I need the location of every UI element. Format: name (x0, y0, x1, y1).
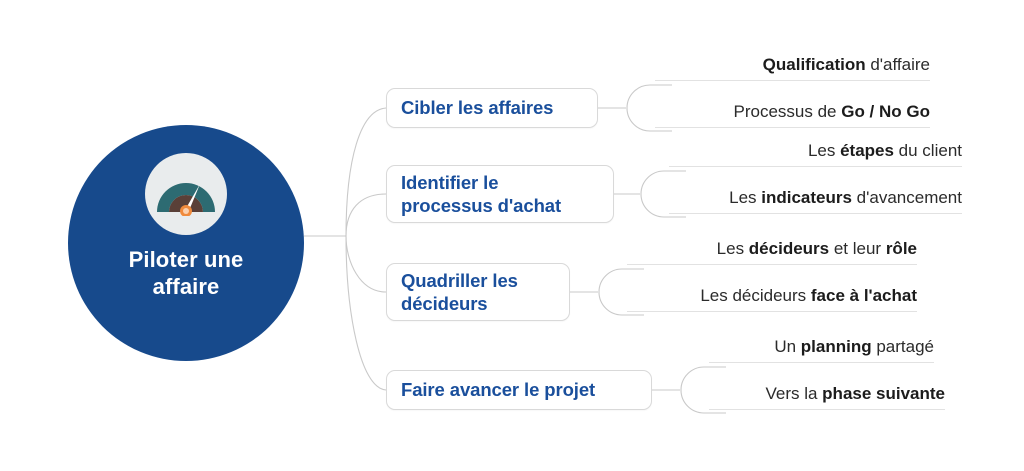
connector-to-branch-4 (345, 235, 387, 391)
leaf-item[interactable]: Les décideurs et leur rôle (627, 240, 917, 265)
root-label-line-1: Piloter une (128, 247, 244, 272)
leaf-item[interactable]: Les décideurs face à l'achat (627, 287, 917, 312)
gauge-icon (145, 153, 227, 235)
branch-label-line-2: processus d'achat (401, 195, 562, 216)
branch-label-line-1: Quadriller les (401, 269, 518, 291)
connector-to-branch-3 (345, 235, 387, 293)
connector-to-branch-2 (345, 193, 387, 237)
branch-label: Identifier le processus d'achat (401, 171, 561, 217)
leaf-item[interactable]: Les indicateurs d'avancement (669, 189, 962, 214)
leaf-item[interactable]: Les étapes du client (669, 142, 962, 167)
branch-box-quadriller-les-decideurs[interactable]: Quadriller les décideurs (386, 263, 570, 321)
branch-label-line-1: Cibler les affaires (401, 97, 554, 119)
leaf-item[interactable]: Qualification d'affaire (655, 56, 930, 81)
branch-box-identifier-le-processus-d-achat[interactable]: Identifier le processus d'achat (386, 165, 614, 223)
leaf-item[interactable]: Un planning partagé (709, 338, 934, 363)
branch-label: Quadriller les décideurs (401, 269, 518, 315)
root-label-line-2: affaire (152, 273, 220, 299)
branch-box-cibler-les-affaires[interactable]: Cibler les affaires (386, 88, 598, 128)
branch-label: Cibler les affaires (401, 96, 553, 119)
branch-box-faire-avancer-le-projet[interactable]: Faire avancer le projet (386, 370, 652, 410)
branch-label: Faire avancer le projet (401, 378, 595, 401)
branch-label-line-2: décideurs (401, 293, 488, 314)
leaf-item[interactable]: Processus de Go / No Go (655, 103, 930, 128)
leaf-item[interactable]: Vers la phase suivante (709, 385, 945, 410)
branch-label-line-1: Identifier le (401, 171, 499, 193)
root-label: Piloter une affaire (91, 247, 281, 301)
connector-to-branch-1 (345, 107, 387, 237)
branch-label-line-1: Faire avancer le projet (401, 379, 596, 401)
root-node[interactable]: Piloter une affaire (68, 125, 304, 361)
